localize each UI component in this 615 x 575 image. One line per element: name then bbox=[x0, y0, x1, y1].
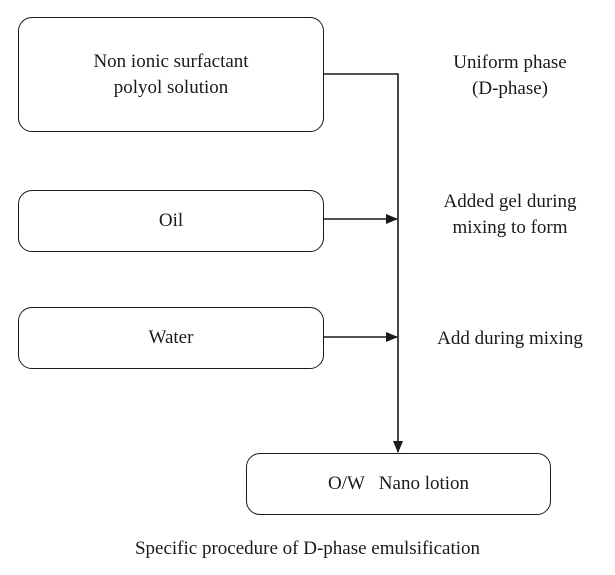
connector-surfactant-to-lotion bbox=[324, 73, 403, 453]
added-gel-line-2: mixing to form bbox=[452, 217, 568, 238]
oil-box-label: Oil bbox=[158, 210, 184, 231]
surfactant-box-line-1: Non ionic surfactant bbox=[93, 50, 249, 72]
added-gel-line-1: Added gel during bbox=[443, 191, 577, 212]
surfactant-box-line-2: polyol solution bbox=[113, 76, 229, 98]
uniform-phase-line-2: (D-phase) bbox=[472, 78, 548, 99]
added-gel-label: Added gel during mixing to form bbox=[420, 189, 600, 241]
uniform-phase-label: Uniform phase (D-phase) bbox=[420, 50, 600, 102]
water-box: Water bbox=[18, 307, 324, 369]
nano-lotion-box-label: O/W Nano lotion bbox=[327, 473, 470, 494]
nano-lotion-box: O/W Nano lotion bbox=[246, 453, 551, 515]
oil-box: Oil bbox=[18, 190, 324, 252]
water-box-label: Water bbox=[148, 327, 194, 348]
uniform-phase-line-1: Uniform phase bbox=[453, 52, 567, 73]
figure-caption: Specific procedure of D-phase emulsifica… bbox=[134, 538, 481, 559]
add-during-mixing-text: Add during mixing bbox=[437, 328, 583, 349]
add-during-mixing-label: Add during mixing bbox=[420, 326, 600, 352]
surfactant-solution-box: Non ionic surfactant polyol solution bbox=[18, 17, 324, 132]
